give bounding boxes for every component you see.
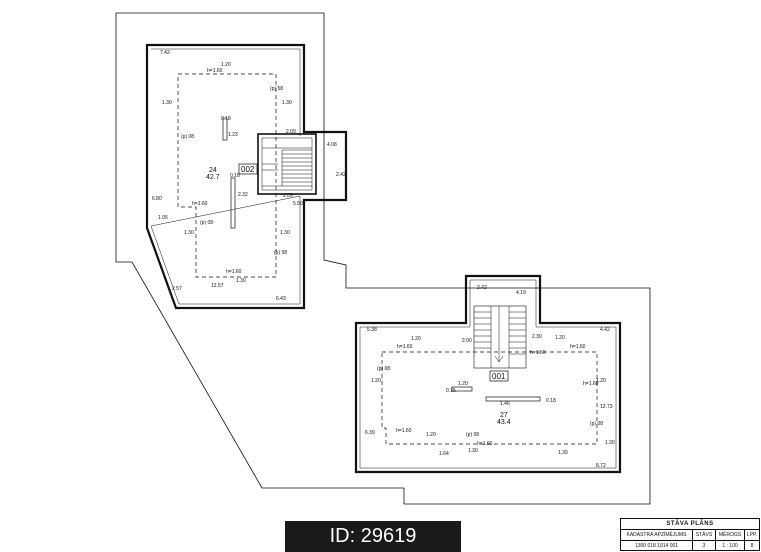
upper-dim: 2.42 (336, 172, 346, 178)
lower-dim: 1.20 (426, 432, 436, 438)
upper-dim: 1.05 (158, 215, 168, 221)
lower-dim: 8.72 (596, 463, 606, 469)
lower-dim: h=1.60 (396, 428, 412, 434)
upper-dim: 1.30 (282, 100, 292, 106)
lower-dim: h=1.60 (397, 344, 413, 350)
title-block-page-value: 8 (744, 541, 759, 551)
title-block-header-cadastral: KADASTRA APZĪMĒJUMS (626, 532, 687, 538)
title-block-header-scale: MĒROGS (715, 530, 744, 540)
lower-dim: 1.20 (411, 336, 421, 342)
lower-dim: h=1.60 (570, 344, 586, 350)
lower-dim: 2.00 (462, 338, 472, 344)
upper-dim: 0.18 (221, 116, 231, 122)
lower-dim: h=1.60 (583, 381, 599, 387)
lower-partition-2 (485, 396, 541, 402)
upper-dim: 6.80 (152, 196, 162, 202)
upper-unit: 002 24 42.7 7.42 1.20 h=1.60 1.30 1.30 (… (145, 43, 348, 310)
lower-dim: 6.39 (365, 430, 375, 436)
lower-dim: 1.20 (458, 381, 468, 387)
lower-dim: 1.30 (605, 440, 615, 446)
lower-dim: (p) 08 (377, 366, 390, 372)
lower-dim: 1.30 (558, 450, 568, 456)
upper-dim: 1.30 (184, 230, 194, 236)
title-block-scale-value: 1 : 100 (715, 541, 744, 551)
lower-dim: 1.46 (500, 401, 510, 407)
listing-id-banner: ID: 29619 (285, 521, 461, 552)
lower-room-number: 27 (500, 412, 508, 419)
lower-partition-1 (451, 386, 473, 392)
lower-dim: 1.20 (555, 335, 565, 341)
upper-dim: 0.18 (230, 173, 240, 179)
upper-partition-2 (230, 177, 236, 229)
lower-dim: 1.20 (596, 378, 606, 384)
upper-room-area: 42.7 (206, 174, 220, 181)
upper-dim: h=1.60 (192, 201, 208, 207)
upper-partition-1 (222, 117, 228, 141)
upper-unit-walls (145, 43, 348, 310)
upper-room-id: 002 (241, 165, 255, 174)
lower-dim: 1.20 (371, 378, 381, 384)
lower-dim: 4.19 (516, 290, 526, 296)
lower-room-id: 001 (492, 372, 506, 381)
upper-dim: 1.30 (280, 230, 290, 236)
upper-dim: h=1.60 (226, 269, 242, 275)
lower-dim: 0.18 (546, 398, 556, 404)
upper-dim: 7.42 (160, 50, 170, 56)
upper-dim: (p) 58 (274, 250, 287, 256)
upper-dim: 5.50 (293, 201, 303, 207)
upper-dim: 4.08 (327, 142, 337, 148)
upper-dim: 12.57 (211, 283, 224, 289)
title-block-title: STĀVA PLĀNS (666, 521, 714, 527)
upper-dim: 2.09 (286, 129, 296, 135)
lower-dim: 2.42 (477, 285, 487, 291)
lower-unit-height-line (381, 351, 598, 445)
upper-dim: 1.23 (228, 132, 238, 138)
upper-dim: (p) 58 (270, 86, 283, 92)
lower-dim: h=1.60 (477, 441, 493, 447)
outer-building-outline (115, 12, 651, 505)
upper-dim: 2.09 (283, 193, 293, 199)
upper-unit-height-line (177, 73, 277, 278)
title-block-header-floor: STĀVS (692, 530, 715, 540)
lower-dim: (p) 08 (590, 421, 603, 427)
lower-stairwell (473, 305, 527, 369)
lower-dim: h=1.60 (530, 350, 546, 356)
upper-dim: (p) 08 (200, 220, 213, 226)
upper-dim: (p) 08 (181, 134, 194, 140)
upper-room-id-box (238, 163, 258, 175)
lower-unit-inner-line (359, 279, 617, 469)
title-block-header-page: LPP. (744, 530, 759, 540)
lower-dim: (p) 08 (466, 432, 479, 438)
upper-unit-inner-line (150, 48, 301, 305)
lower-dim: 0.15 (446, 388, 456, 394)
lower-dim: 1.64 (439, 451, 449, 457)
lower-dim: 12.73 (600, 404, 613, 410)
upper-dim: 1.30 (236, 278, 246, 284)
upper-dim: 2.57 (172, 286, 182, 292)
upper-stairwell (257, 133, 317, 195)
lower-room-area: 43.4 (497, 419, 511, 426)
title-block-cadastral-value: 1300 018 1914 001 (634, 543, 679, 549)
lower-room-id-box (489, 370, 509, 382)
upper-dim: 2.32 (238, 192, 248, 198)
lower-dim: 5.38 (367, 327, 377, 333)
lower-unit-walls (354, 274, 622, 474)
upper-dim: h=1.60 (207, 68, 223, 74)
lower-dim: 2.30 (532, 334, 542, 340)
title-block-floor-value: 3 (692, 541, 715, 551)
upper-dim: 6.43 (276, 296, 286, 302)
lower-dim: 4.42 (600, 327, 610, 333)
upper-room-number: 24 (209, 167, 217, 174)
title-block: STĀVA PLĀNS KADASTRA APZĪMĒJUMS STĀVS MĒ… (620, 518, 760, 551)
lower-dim: 1.30 (468, 448, 478, 454)
upper-dim: 1.20 (221, 62, 231, 68)
upper-dim: 1.30 (162, 100, 172, 106)
lower-unit: 001 27 43.4 2.42 4.19 5.38 2.00 2.30 1.2… (354, 274, 622, 474)
